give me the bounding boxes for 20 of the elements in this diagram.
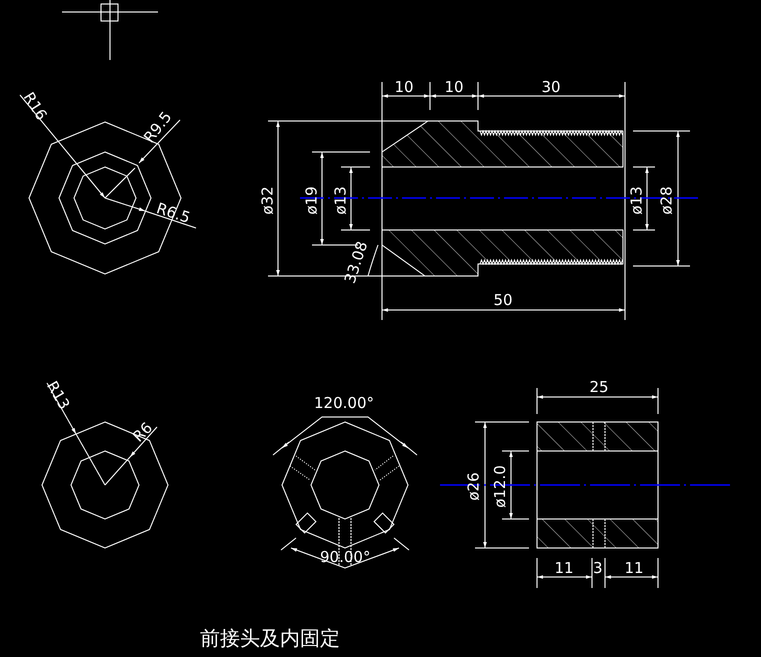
dimension-label: 30 bbox=[542, 80, 561, 94]
dimension-label: 90.00° bbox=[320, 550, 370, 564]
dimension-label: 50 bbox=[494, 292, 513, 308]
dimension-label: ø13 bbox=[630, 186, 645, 214]
dimension-label: ø13 bbox=[334, 186, 349, 214]
dimension-label: ø32 bbox=[260, 186, 276, 214]
dimension-label: 11 bbox=[554, 560, 574, 576]
dimension-label: R6.5 bbox=[154, 200, 192, 226]
dimension-label: 3 bbox=[593, 560, 603, 576]
drawing-caption: 前接头及内固定 bbox=[200, 628, 340, 648]
dimension-label: 10 bbox=[444, 80, 464, 94]
dimension-label: ø12.0 bbox=[492, 464, 508, 508]
dimension-label: R6 bbox=[130, 420, 156, 444]
dimension-label: 25 bbox=[590, 380, 609, 394]
dimension-label: ø19 bbox=[304, 186, 320, 214]
dimension-label: ø28 bbox=[660, 186, 675, 214]
dimension-label: 11 bbox=[624, 560, 644, 576]
dimension-label: 120.00° bbox=[314, 396, 374, 410]
dimension-label: 10 bbox=[394, 80, 414, 94]
dimension-label: ø26 bbox=[466, 472, 482, 500]
